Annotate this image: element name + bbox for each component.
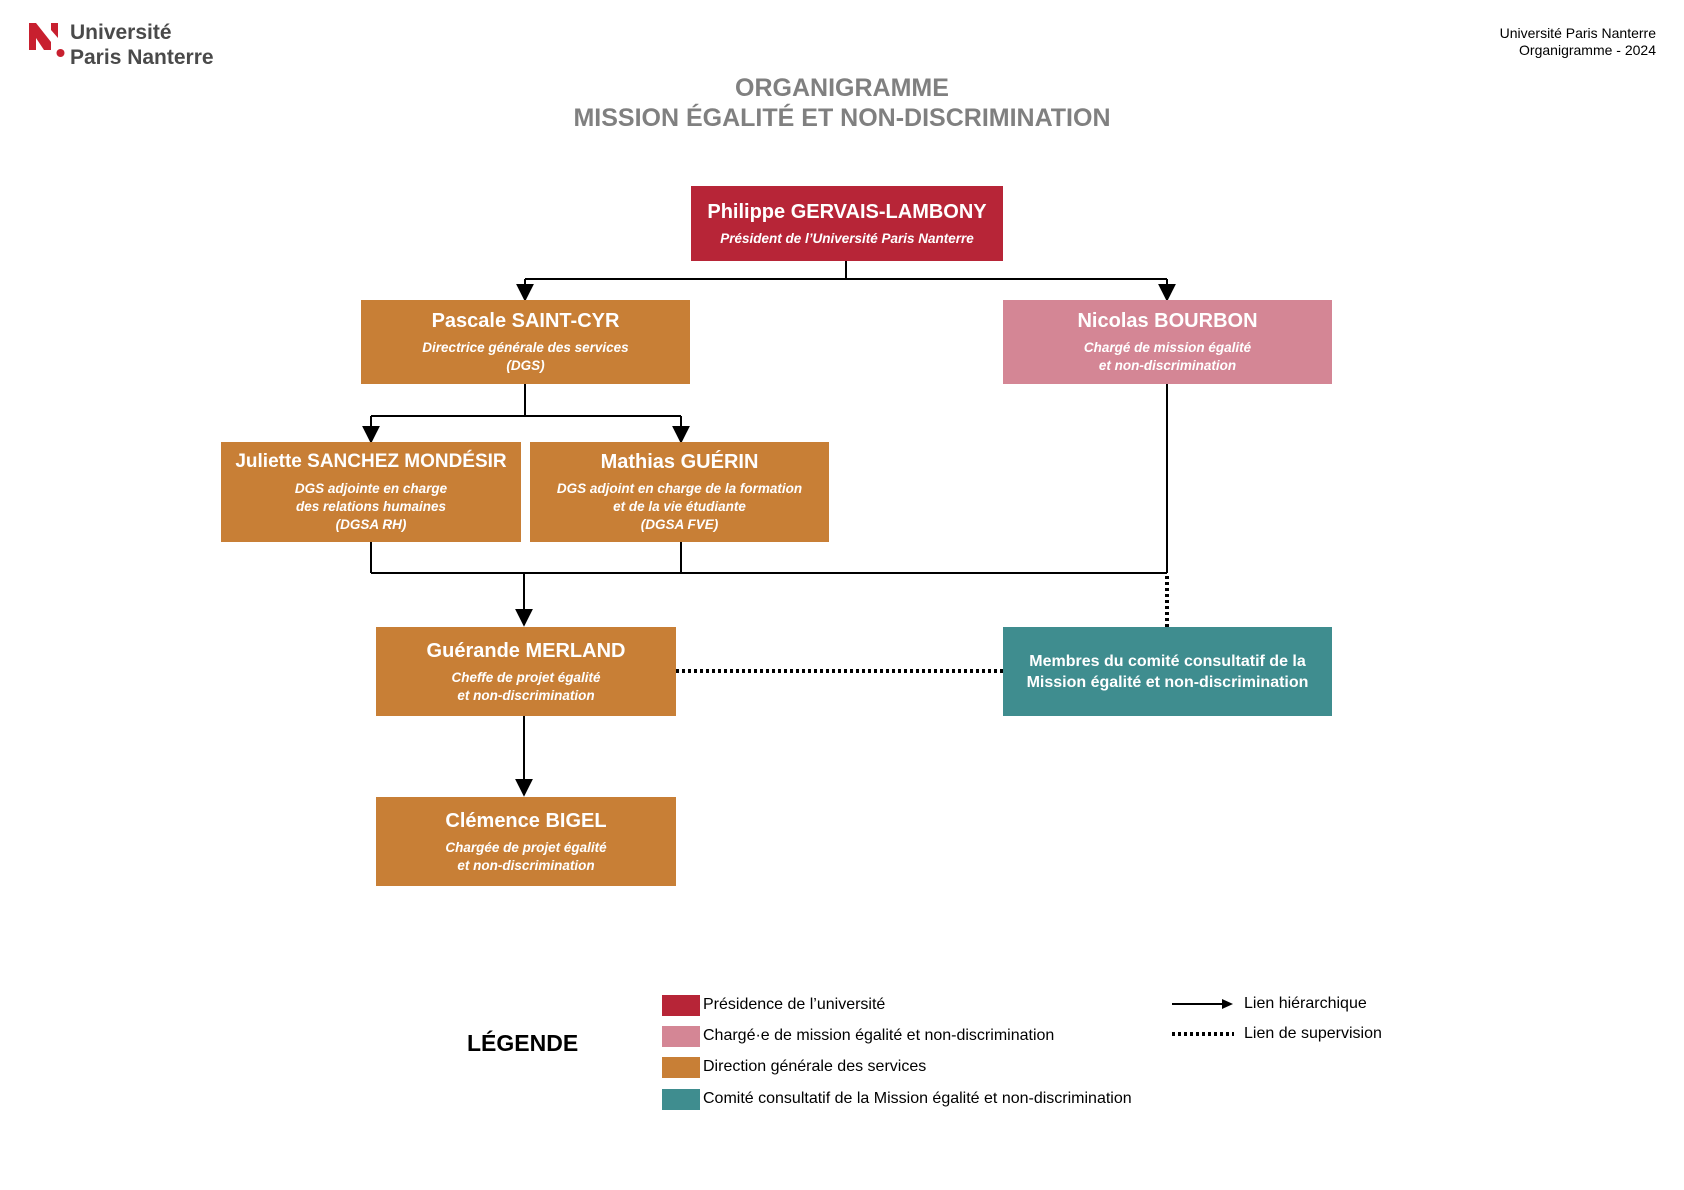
legend-item-charge-mission: Chargé·e de mission égalité et non-discr… — [662, 1025, 1055, 1047]
header-info: Université Paris Nanterre Organigramme -… — [1500, 25, 1656, 59]
node-dgs-name: Pascale SAINT-CYR — [431, 310, 620, 332]
node-dgsa-rh-role-line: des relations humaines — [295, 499, 447, 514]
node-chargee-projet-name: Clémence BIGEL — [445, 809, 607, 832]
node-charge-mission-name: Nicolas BOURBON — [1077, 310, 1258, 332]
node-president: Philippe GERVAIS-LAMBONY Président de l’… — [691, 186, 1003, 261]
node-comite: Membres du comité consultatif de la Miss… — [1003, 627, 1332, 716]
node-comite-text-line: Mission égalité et non-discrimination — [1026, 673, 1309, 691]
node-charge-mission-role-line: Chargé de mission égalité — [1083, 340, 1252, 355]
page-title-line-1: ORGANIGRAMME — [735, 74, 949, 102]
node-charge-mission-role-line: et non-discrimination — [1098, 358, 1237, 373]
node-cheffe-projet-role-line: et non-discrimination — [457, 687, 595, 703]
legend-supervision-label: Lien de supervision — [1244, 1025, 1382, 1042]
node-comite-text-line: Membres du comité consultatif de la — [1029, 652, 1306, 670]
logo-line-2: Paris Nanterre — [70, 46, 214, 69]
legend-supervision-link: Lien de supervision — [1172, 1024, 1382, 1044]
university-logo-mark-icon — [29, 23, 65, 57]
legend-hierarchical-link: Lien hiérarchique — [1172, 994, 1367, 1014]
header-info-line-2: Organigramme - 2024 — [1519, 42, 1656, 58]
hierarchical-arrow-icon — [1172, 999, 1233, 1009]
legend-swatch — [662, 1088, 700, 1110]
legend-item-presidence: Présidence de l’université — [662, 994, 886, 1016]
legend-label: Présidence de l’université — [703, 996, 886, 1013]
node-dgsa-rh: Juliette SANCHEZ MONDÉSIR DGS adjointe e… — [221, 442, 521, 542]
supervision-dotted-line-icon — [1172, 1032, 1234, 1036]
node-cheffe-projet-role-line: Cheffe de projet égalité — [451, 669, 601, 685]
node-dgsa-fve-name: Mathias GUÉRIN — [600, 451, 759, 473]
node-chargee-projet-role-line: Chargée de projet égalité — [445, 839, 607, 855]
node-charge-mission: Nicolas BOURBON Chargé de mission égalit… — [1003, 300, 1332, 384]
node-dgsa-rh-name: Juliette SANCHEZ MONDÉSIR — [235, 451, 507, 472]
node-dgsa-fve-role-line: (DGSA FVE) — [640, 517, 719, 532]
node-chargee-projet: Clémence BIGEL Chargée de projet égalité… — [376, 797, 676, 886]
legend-title: LÉGENDE — [467, 1030, 579, 1056]
node-dgsa-rh-role-line: DGS adjointe en charge — [294, 481, 448, 496]
logo-text: Université Paris Nanterre — [70, 20, 214, 70]
header-info-line-1: Université Paris Nanterre — [1499, 25, 1656, 41]
node-chargee-projet-role-line: et non-discrimination — [457, 857, 595, 873]
legend-item-direction: Direction générale des services — [662, 1056, 927, 1078]
node-dgsa-fve-role-line: et de la vie étudiante — [613, 499, 746, 514]
node-president-role-line: Président de l’Université Paris Nanterre — [720, 230, 974, 246]
legend-swatch — [662, 1056, 700, 1078]
node-president-name: Philippe GERVAIS-LAMBONY — [707, 200, 987, 223]
node-dgsa-fve: Mathias GUÉRIN DGS adjoint en charge de … — [530, 442, 829, 542]
logo-line-1: Université — [70, 21, 172, 44]
node-dgs-role-line: Directrice générale des services — [422, 340, 629, 355]
node-dgs: Pascale SAINT-CYR Directrice générale de… — [361, 300, 690, 384]
node-cheffe-projet: Guérande MERLAND Cheffe de projet égalit… — [376, 627, 676, 716]
legend-hierarchical-label: Lien hiérarchique — [1244, 995, 1367, 1012]
legend-label: Comité consultatif de la Mission égalité… — [703, 1090, 1132, 1107]
node-dgs-role-line: (DGS) — [506, 358, 545, 373]
legend-item-comite: Comité consultatif de la Mission égalité… — [662, 1088, 1132, 1110]
node-dgsa-fve-role-line: DGS adjoint en charge de la formation — [556, 481, 803, 496]
node-cheffe-projet-name: Guérande MERLAND — [426, 639, 626, 662]
legend-swatch — [662, 1025, 700, 1047]
node-dgsa-rh-role-line: (DGSA RH) — [335, 517, 407, 532]
university-logo — [28, 20, 268, 80]
legend-label: Direction générale des services — [703, 1058, 927, 1075]
legend-label: Chargé·e de mission égalité et non-discr… — [703, 1027, 1055, 1044]
page-title-line-2: MISSION ÉGALITÉ ET NON-DISCRIMINATION — [573, 104, 1111, 132]
legend-swatch — [662, 994, 700, 1016]
